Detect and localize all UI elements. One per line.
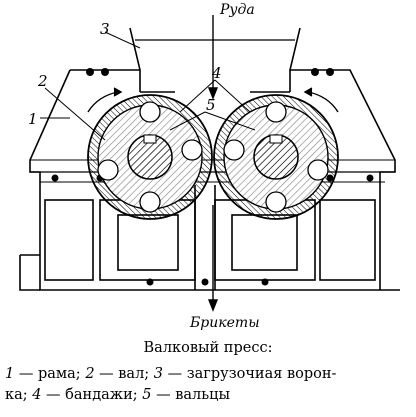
legend-item-5: 5 — вальцы <box>142 387 230 403</box>
label-5: 5 <box>206 96 216 114</box>
legend-item-3-cont: ка; <box>5 387 28 403</box>
label-3: 3 <box>100 20 110 38</box>
legend-item-1: 1 — рама; <box>5 366 81 382</box>
diagram-canvas: Руда Брикеты 3 2 1 4 5 <box>19 2 400 331</box>
legend-item-3: 3 — загрузочиая ворон- <box>153 366 337 382</box>
rotation-arrows <box>87 87 339 113</box>
loading-hopper <box>129 27 301 93</box>
caption-title: Валковый пресс: <box>143 340 273 356</box>
leader-lines <box>40 31 256 141</box>
briquettes-arrow <box>207 205 219 312</box>
briquettes-label: Брикеты <box>189 315 260 330</box>
legend-item-2: 2 — вал; <box>85 366 150 382</box>
left-roller <box>87 94 213 220</box>
ore-arrow <box>207 15 219 100</box>
right-roller <box>213 94 339 220</box>
label-2: 2 <box>37 72 48 90</box>
ore-label: Руда <box>219 2 255 18</box>
label-4: 4 <box>211 64 222 82</box>
legend: 1 — рама; 2 — вал; 3 — загрузочиая ворон… <box>5 364 413 406</box>
label-1: 1 <box>28 110 38 128</box>
legend-item-4: 4 — бандажи; <box>32 387 138 403</box>
